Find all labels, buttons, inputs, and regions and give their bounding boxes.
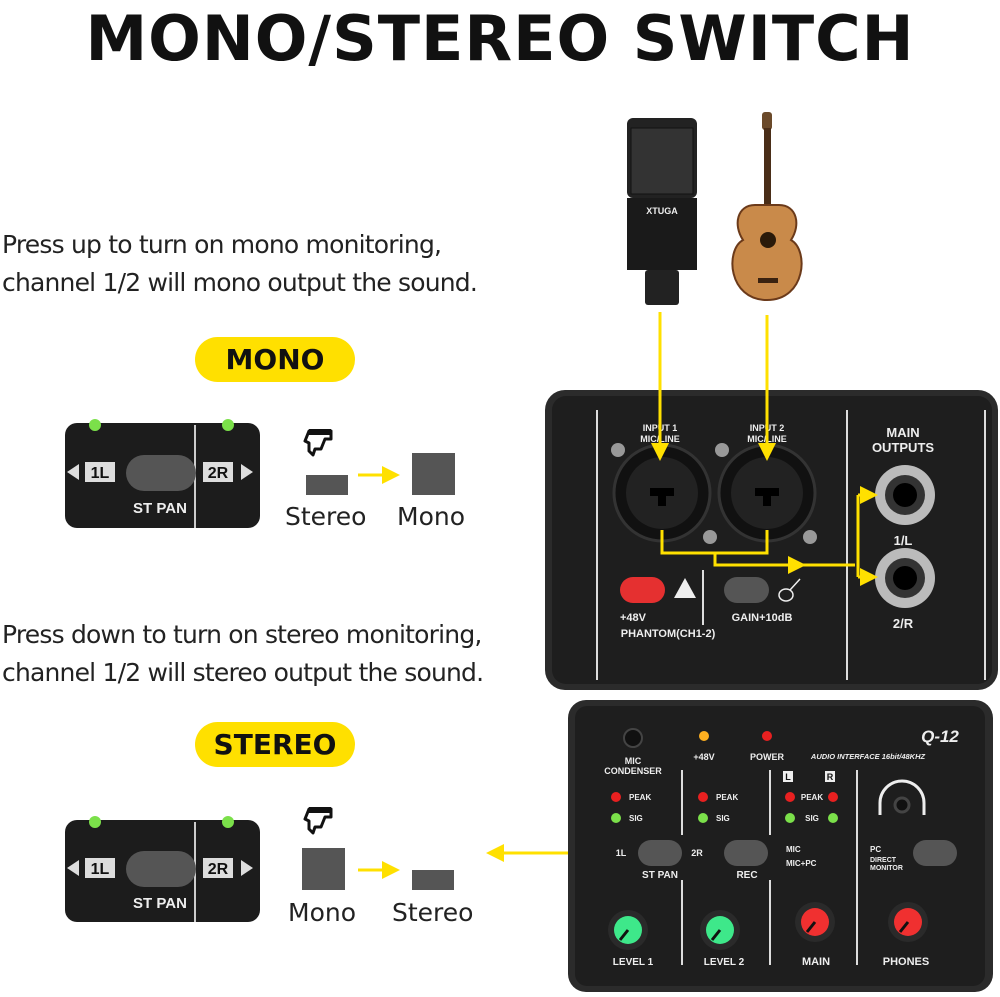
guitar-image	[731, 112, 803, 302]
knob-phones[interactable]	[888, 902, 928, 942]
stereo-desc-line-1: Press down to turn on stereo monitoring,	[2, 620, 482, 649]
level-2-label: LEVEL 2	[704, 957, 745, 968]
mini-1l-label: 1L	[91, 861, 110, 878]
led-48v	[699, 731, 709, 741]
phantom-label: +48V	[620, 612, 647, 624]
phones-label: PHONES	[883, 956, 929, 968]
model-name: Q-12	[921, 727, 959, 746]
monitor-label: MONITOR	[870, 865, 903, 872]
mono-switch-state-icon	[302, 848, 345, 890]
audio-interface-rear-panel: INPUT 1 MIC/LINE INPUT 2 MIC/LINE MAIN O…	[545, 390, 998, 690]
st-pan-label: ST PAN	[642, 870, 678, 881]
xlr-combo-jack-1	[612, 443, 712, 543]
mini-st-pan-button	[126, 455, 196, 491]
mic-condenser-sublabel: CONDENSER	[604, 766, 662, 776]
audio-interface-front-panel: MIC CONDENSER +48V POWER Q-12 AUDIO INTE…	[568, 700, 993, 992]
pan-2r-label: 2R	[691, 848, 703, 858]
mono-desc-line-2: channel 1/2 will mono output the sound.	[2, 268, 478, 297]
peak-label: PEAK	[629, 793, 651, 802]
mono-description: Press up to turn on mono monitoring, cha…	[2, 226, 478, 302]
main-label: MAIN	[802, 956, 830, 968]
stereo-description: Press down to turn on stereo monitoring,…	[2, 616, 484, 692]
sig-label: SIG	[716, 814, 730, 823]
mic-condenser-label: MIC	[625, 756, 642, 766]
mono-to-label: Mono	[397, 502, 466, 531]
mini-st-pan-label: ST PAN	[133, 500, 187, 517]
led-power	[762, 731, 772, 741]
stereo-from-label: Mono	[288, 898, 357, 927]
phones-source-button[interactable]	[913, 840, 957, 866]
microphone-image: XTUGA	[627, 118, 697, 305]
page-title: MONO/STEREO SWITCH	[85, 2, 915, 75]
stereo-to-label: Stereo	[392, 898, 474, 927]
mini-2r-label: 2R	[208, 861, 229, 878]
output-2r-label: 2/R	[893, 616, 914, 631]
rec-mic-pc-label: MIC+PC	[786, 859, 817, 868]
knob-level-1[interactable]	[608, 910, 648, 950]
mini-st-pan-button	[126, 851, 196, 887]
mini-st-pan-panel-stereo: 1L 2R ST PAN	[65, 816, 260, 922]
right-channel-label: R	[827, 772, 834, 782]
output-jack-1l	[875, 465, 935, 525]
stereo-desc-line-2: channel 1/2 will stereo output the sound…	[2, 658, 484, 687]
pan-1l-label: 1L	[616, 848, 627, 858]
direct-label: DIRECT	[870, 857, 897, 864]
main-outputs-sublabel: OUTPUTS	[872, 440, 934, 455]
mono-desc-line-1: Press up to turn on mono monitoring,	[2, 230, 442, 259]
sig-label: SIG	[805, 814, 819, 823]
mini-1l-label: 1L	[91, 465, 110, 482]
mini-2r-label: 2R	[208, 465, 229, 482]
hand-pointer-icon	[303, 805, 333, 835]
rec-button[interactable]	[724, 840, 768, 866]
gain-label: GAIN+10dB	[732, 612, 793, 624]
output-1l-label: 1/L	[894, 533, 913, 548]
gain-button[interactable]	[724, 577, 769, 603]
warning-icon	[674, 578, 696, 598]
hand-pointer-icon	[303, 427, 333, 457]
mini-st-pan-panel-mono: 1L 2R ST PAN	[65, 419, 260, 528]
left-channel-label: L	[785, 772, 791, 782]
rec-label: REC	[736, 870, 757, 881]
model-subtitle: AUDIO INTERFACE 16bit/48KHZ	[810, 752, 926, 761]
phantom-power-button[interactable]	[620, 577, 665, 603]
level-1-label: LEVEL 1	[613, 957, 654, 968]
mono-badge: MONO	[195, 337, 355, 382]
mono-from-label: Stereo	[285, 502, 367, 531]
signal-flow-arrows	[486, 312, 878, 862]
knob-level-2[interactable]	[700, 910, 740, 950]
guitar-icon	[778, 578, 801, 602]
output-jack-2r	[875, 548, 935, 608]
xlr-combo-jack-2	[717, 443, 817, 543]
phantom-sublabel: PHANTOM(CH1-2)	[621, 628, 716, 640]
mic-condenser-jack	[623, 728, 643, 748]
mono-switch-state-icon	[412, 453, 455, 495]
st-pan-button[interactable]	[638, 840, 682, 866]
phones-pc-label: PC	[870, 845, 881, 854]
peak-label: PEAK	[801, 793, 823, 802]
led-48v-label: +48V	[693, 752, 714, 762]
sig-label: SIG	[629, 814, 643, 823]
knob-main[interactable]	[795, 902, 835, 942]
mic-brand-logo: XTUGA	[646, 206, 678, 216]
main-outputs-label: MAIN	[886, 425, 919, 440]
peak-label: PEAK	[716, 793, 738, 802]
headphones-icon	[878, 779, 926, 815]
led-power-label: POWER	[750, 752, 785, 762]
stereo-switch-state-icon	[412, 870, 454, 890]
rec-mic-label: MIC	[786, 845, 801, 854]
stereo-switch-state-icon	[306, 475, 348, 495]
mini-st-pan-label: ST PAN	[133, 895, 187, 912]
stereo-badge: STEREO	[195, 722, 355, 767]
